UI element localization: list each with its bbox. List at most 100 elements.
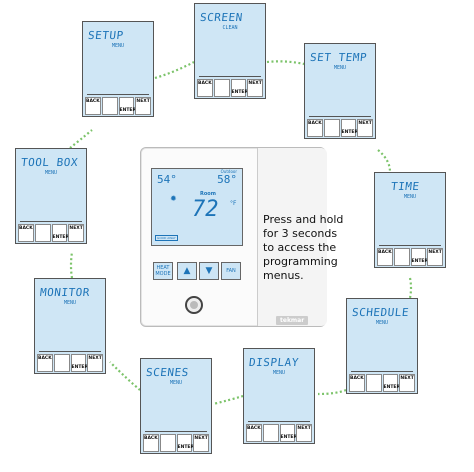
set-temp-menu-screen: SET TEMP MENU BACK ENTER NEXT [304, 43, 376, 139]
link-schedule-display [317, 388, 347, 396]
menu-subtitle: MENU [44, 170, 58, 176]
lcd-divider [309, 116, 371, 117]
back-button[interactable]: BACK [197, 79, 213, 97]
setpoint-readout: 54° [157, 173, 177, 186]
menu-title: SET TEMP [309, 51, 368, 64]
link-monitor-toolbox [69, 251, 74, 279]
tool-box-menu-screen: TOOL BOX MENU BACK ENTER NEXT [15, 148, 87, 244]
thermostat-cover-panel [257, 148, 327, 326]
enter-button[interactable]: ENTER [410, 248, 428, 266]
setup-menu-screen: SETUP MENU BACK ENTER NEXT [82, 21, 154, 117]
blank-button[interactable] [213, 79, 230, 97]
menu-subtitle: MENU [375, 320, 389, 326]
lcd-divider [351, 371, 413, 372]
menu-subtitle: MENU [169, 380, 183, 386]
enter-button[interactable]: ENTER [70, 354, 88, 372]
button-row: BACK ENTER NEXT [377, 248, 443, 266]
button-row: BACK ENTER NEXT [37, 354, 103, 372]
menu-title: TIME [390, 180, 421, 193]
room-temperature: 72 [192, 197, 219, 222]
back-button[interactable]: BACK [349, 374, 365, 392]
blank-button[interactable] [393, 248, 410, 266]
link-screen-settemp [266, 60, 305, 66]
enter-button[interactable]: ENTER [340, 119, 358, 137]
instruction-callout: Press and hold for 3 seconds to access t… [263, 213, 344, 282]
back-button[interactable]: BACK [143, 434, 159, 452]
lcd-divider [87, 94, 149, 95]
thermostat: 54° Outdoor 58° ✹ Room 72 °F GOOD AWAY H… [140, 147, 327, 327]
link-scenes-monitor [109, 361, 141, 391]
menu-subtitle: MENU [272, 370, 286, 376]
button-row: BACK ENTER NEXT [349, 374, 415, 392]
menu-subtitle: MENU [403, 194, 417, 200]
scenes-menu-screen: SCENES MENU BACK ENTER NEXT [140, 358, 212, 454]
back-button[interactable]: BACK [246, 424, 262, 442]
blank-button[interactable] [34, 224, 51, 242]
next-button[interactable]: NEXT [247, 79, 263, 97]
next-button[interactable]: NEXT [427, 248, 443, 266]
back-button[interactable]: BACK [377, 248, 393, 266]
menu-title: SETUP [87, 29, 125, 42]
menu-subtitle: MENU [111, 43, 125, 49]
blank-button[interactable] [53, 354, 70, 372]
menu-subtitle: MENU [63, 300, 77, 306]
outdoor-readout: 58° [217, 173, 237, 186]
next-button[interactable]: NEXT [68, 224, 84, 242]
enter-button[interactable]: ENTER [176, 434, 194, 452]
next-button[interactable]: NEXT [87, 354, 103, 372]
monitor-menu-screen: MONITOR MENU BACK ENTER NEXT [34, 278, 106, 374]
next-button[interactable]: NEXT [135, 97, 151, 115]
lcd-divider [145, 431, 207, 432]
next-button[interactable]: NEXT [399, 374, 415, 392]
next-button[interactable]: NEXT [357, 119, 373, 137]
link-settemp-time [377, 149, 392, 173]
menu-title: DISPLAY [248, 356, 300, 369]
enter-button[interactable]: ENTER [279, 424, 297, 442]
menu-title: MONITOR [39, 286, 91, 299]
next-button[interactable]: NEXT [296, 424, 312, 442]
button-row: BACK ENTER NEXT [18, 224, 84, 242]
lcd-divider [379, 245, 441, 246]
blank-button[interactable] [101, 97, 118, 115]
room-label: Room [200, 191, 216, 197]
sun-icon: ✹ [170, 194, 177, 203]
blank-button[interactable] [159, 434, 176, 452]
menu-title: SCENES [145, 366, 190, 379]
display-menu-screen: DISPLAY MENU BACK ENTER NEXT [243, 348, 315, 444]
button-row: BACK ENTER NEXT [85, 97, 151, 115]
screen-clean-screen: SCREEN CLEAN BACK ENTER NEXT [194, 3, 266, 99]
menu-title: TOOL BOX [20, 156, 79, 169]
back-button[interactable]: BACK [37, 354, 53, 372]
blank-button[interactable] [365, 374, 382, 392]
enter-button[interactable]: ENTER [382, 374, 400, 392]
fan-button[interactable]: FAN [221, 262, 241, 280]
outdoor-label: Outdoor [220, 169, 237, 174]
back-button[interactable]: BACK [18, 224, 34, 242]
blank-button[interactable] [262, 424, 279, 442]
menu-subtitle: MENU [333, 65, 347, 71]
button-row: BACK ENTER NEXT [197, 79, 263, 97]
schedule-menu-screen: SCHEDULE MENU BACK ENTER NEXT [346, 298, 418, 394]
menu-title: SCHEDULE [351, 306, 410, 319]
enter-button[interactable]: ENTER [118, 97, 136, 115]
back-button[interactable]: BACK [307, 119, 323, 137]
brand-logo: tekmar [276, 316, 309, 325]
link-setup-screen [154, 61, 195, 80]
back-button[interactable]: BACK [85, 97, 101, 115]
away-badge: GOOD AWAY [155, 235, 178, 241]
menu-dial-button[interactable] [185, 296, 203, 314]
button-row: BACK ENTER NEXT [246, 424, 312, 442]
up-arrow-button[interactable]: ▲ [177, 262, 197, 280]
button-row: BACK ENTER NEXT [143, 434, 209, 452]
heat-mode-button[interactable]: HEAT MODE [153, 262, 173, 280]
link-display-scenes [212, 394, 244, 406]
enter-button[interactable]: ENTER [51, 224, 69, 242]
thermostat-lcd: 54° Outdoor 58° ✹ Room 72 °F GOOD AWAY [151, 168, 243, 246]
blank-button[interactable] [323, 119, 340, 137]
time-menu-screen: TIME MENU BACK ENTER NEXT [374, 172, 446, 268]
menu-subtitle: CLEAN [222, 25, 238, 31]
menu-title: SCREEN [199, 11, 244, 24]
down-arrow-button[interactable]: ▼ [199, 262, 219, 280]
enter-button[interactable]: ENTER [230, 79, 248, 97]
next-button[interactable]: NEXT [193, 434, 209, 452]
